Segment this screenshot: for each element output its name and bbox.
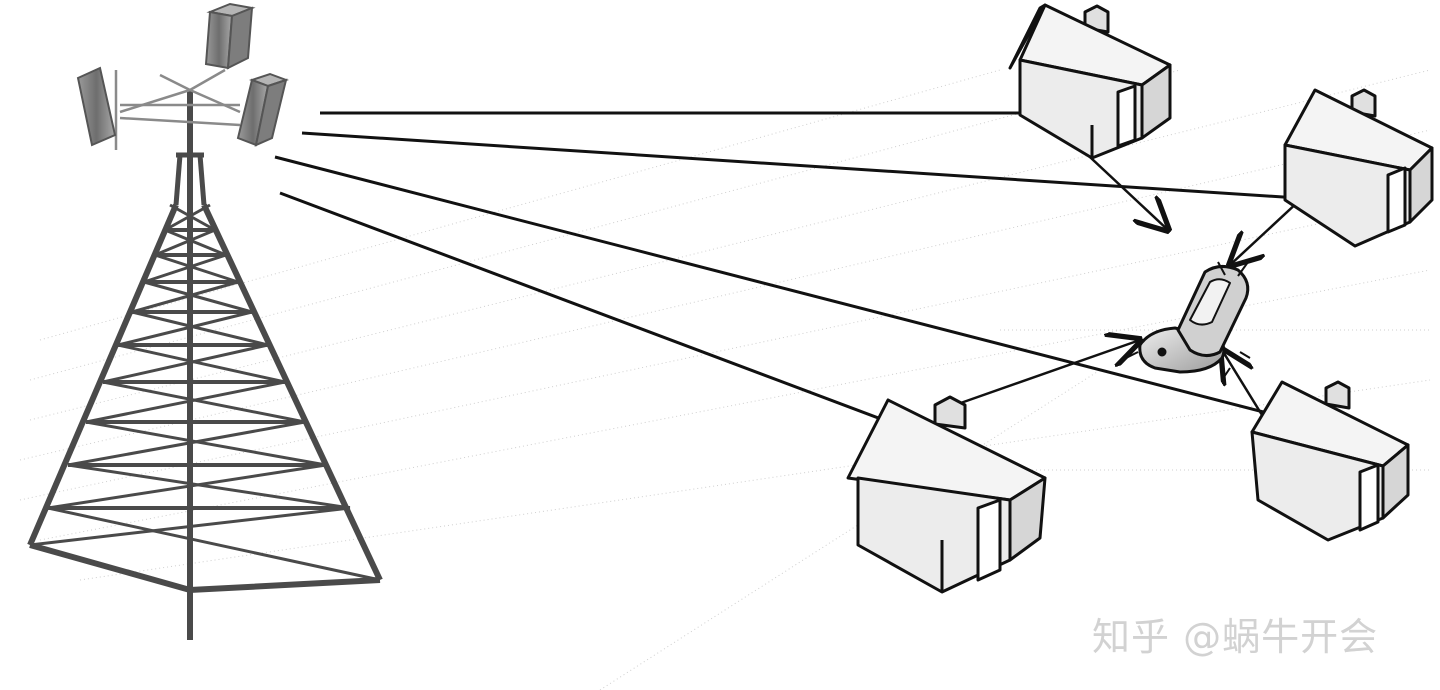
watermark-text: 知乎 @蜗牛开会 bbox=[1092, 615, 1379, 659]
house-icon bbox=[1283, 88, 1434, 248]
reflected-paths bbox=[954, 114, 1301, 416]
signal-paths bbox=[274, 111, 1299, 430]
cell-tower-icon bbox=[27, 68, 383, 640]
house-icon bbox=[1250, 380, 1410, 542]
house-icon bbox=[1008, 3, 1172, 160]
reflection-arrow-right bbox=[1230, 199, 1301, 265]
path-to-house-bottom-left bbox=[279, 191, 906, 430]
path-to-house-right bbox=[301, 131, 1299, 200]
reflection-arrow-bottom-left bbox=[954, 340, 1140, 407]
reflection-arrow-bottom-right bbox=[1222, 350, 1264, 416]
phone-signal-rays bbox=[1125, 261, 1251, 381]
dotted-wave-background bbox=[19, 69, 1431, 690]
house-icon bbox=[846, 395, 1047, 594]
path-to-house-bottom-right bbox=[274, 155, 1276, 417]
flip-phone-icon bbox=[1138, 265, 1250, 374]
antenna-panel-icon bbox=[76, 2, 289, 147]
